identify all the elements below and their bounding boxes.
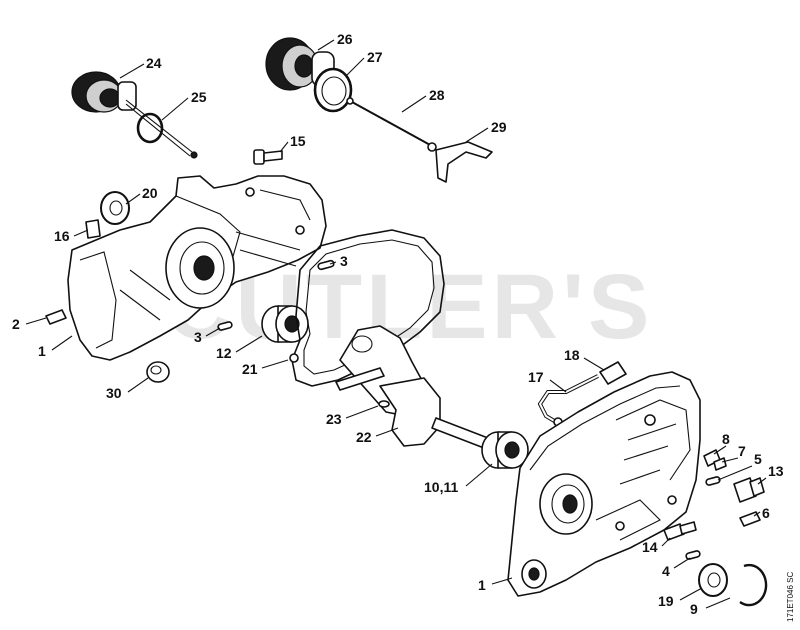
part-19-seal (698, 563, 728, 597)
callout-3-upper: 3 (340, 253, 348, 269)
callout-5: 5 (754, 451, 762, 467)
part-1-crankcase-left (67, 175, 327, 361)
part-18-fitting (599, 361, 627, 385)
drawing-code: 171ET046 SC (786, 572, 795, 622)
callout-6: 6 (762, 505, 770, 521)
callout-19: 19 (658, 593, 674, 609)
part-1-crankcase-right (507, 371, 701, 597)
part-3-pin-lower (217, 321, 233, 331)
part-9-circlip (739, 563, 768, 607)
callout-1-right: 1 (478, 577, 486, 593)
callout-28: 28 (429, 87, 445, 103)
callout-17: 17 (528, 369, 544, 385)
callout-14: 14 (642, 539, 658, 555)
callout-30: 30 (106, 385, 122, 401)
part-12-bearing (261, 305, 309, 343)
callout-23: 23 (326, 411, 342, 427)
callout-16: 16 (54, 228, 70, 244)
callout-labels: 24 25 26 27 28 29 15 20 16 3 2 1 3 12 21… (12, 31, 784, 617)
part-30-plug (146, 361, 170, 383)
part-28-rod (346, 97, 437, 152)
callout-13: 13 (768, 463, 784, 479)
part-25-oring (136, 112, 164, 144)
callout-18: 18 (564, 347, 580, 363)
callout-4: 4 (662, 563, 670, 579)
callout-7: 7 (738, 443, 746, 459)
part-5-pin (705, 476, 721, 486)
leader-lines (25, 39, 767, 609)
part-2-plug (45, 309, 67, 325)
callout-22: 22 (356, 429, 372, 445)
part-4-pin (685, 550, 701, 560)
part-24-starter (71, 71, 198, 159)
callout-3-lower: 3 (194, 329, 202, 345)
part-13-fitting (733, 477, 765, 503)
callout-25: 25 (191, 89, 207, 105)
part-23-key (378, 400, 390, 408)
callout-21: 21 (242, 361, 258, 377)
callout-8: 8 (722, 431, 730, 447)
callout-1-left: 1 (38, 343, 46, 359)
callout-10-11: 10,11 (424, 479, 458, 495)
part-16-screw (85, 219, 101, 239)
callout-20: 20 (142, 185, 158, 201)
callout-2: 2 (12, 316, 20, 332)
callout-15: 15 (290, 133, 306, 149)
part-10-11-bearing (481, 431, 529, 469)
callout-27: 27 (367, 49, 383, 65)
part-29-lever (435, 141, 493, 183)
part-20-seal (100, 191, 130, 225)
part-14-screw (663, 521, 697, 541)
callout-29: 29 (491, 119, 507, 135)
part-27-washer (313, 67, 353, 113)
part-26-clutch (265, 37, 335, 91)
part-7-screw (713, 457, 727, 471)
part-15-screw (253, 149, 283, 165)
part-17-hose (537, 374, 599, 427)
callout-12: 12 (216, 345, 232, 361)
callout-24: 24 (146, 55, 162, 71)
callout-9: 9 (690, 601, 698, 617)
callout-26: 26 (337, 31, 353, 47)
